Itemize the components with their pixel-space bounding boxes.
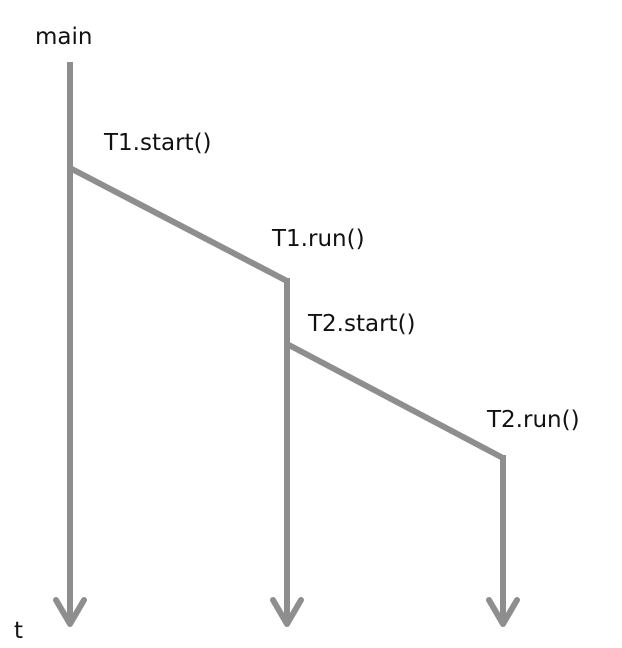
t1-thread-arrowhead: [270, 597, 304, 627]
t2-run-label: T2.run(): [486, 407, 580, 433]
t1-branch-line: [68, 165, 289, 284]
t1-run-label: T1.run(): [271, 226, 365, 252]
main-thread-arrowhead: [53, 597, 87, 627]
t2-branch-line: [285, 341, 505, 461]
t1-start-label: T1.start(): [103, 130, 212, 156]
t2-thread-arrowhead: [486, 597, 520, 627]
t2-start-label: T2.start(): [307, 311, 416, 337]
main-label: main: [35, 24, 92, 50]
time-axis-label: t: [14, 618, 23, 644]
